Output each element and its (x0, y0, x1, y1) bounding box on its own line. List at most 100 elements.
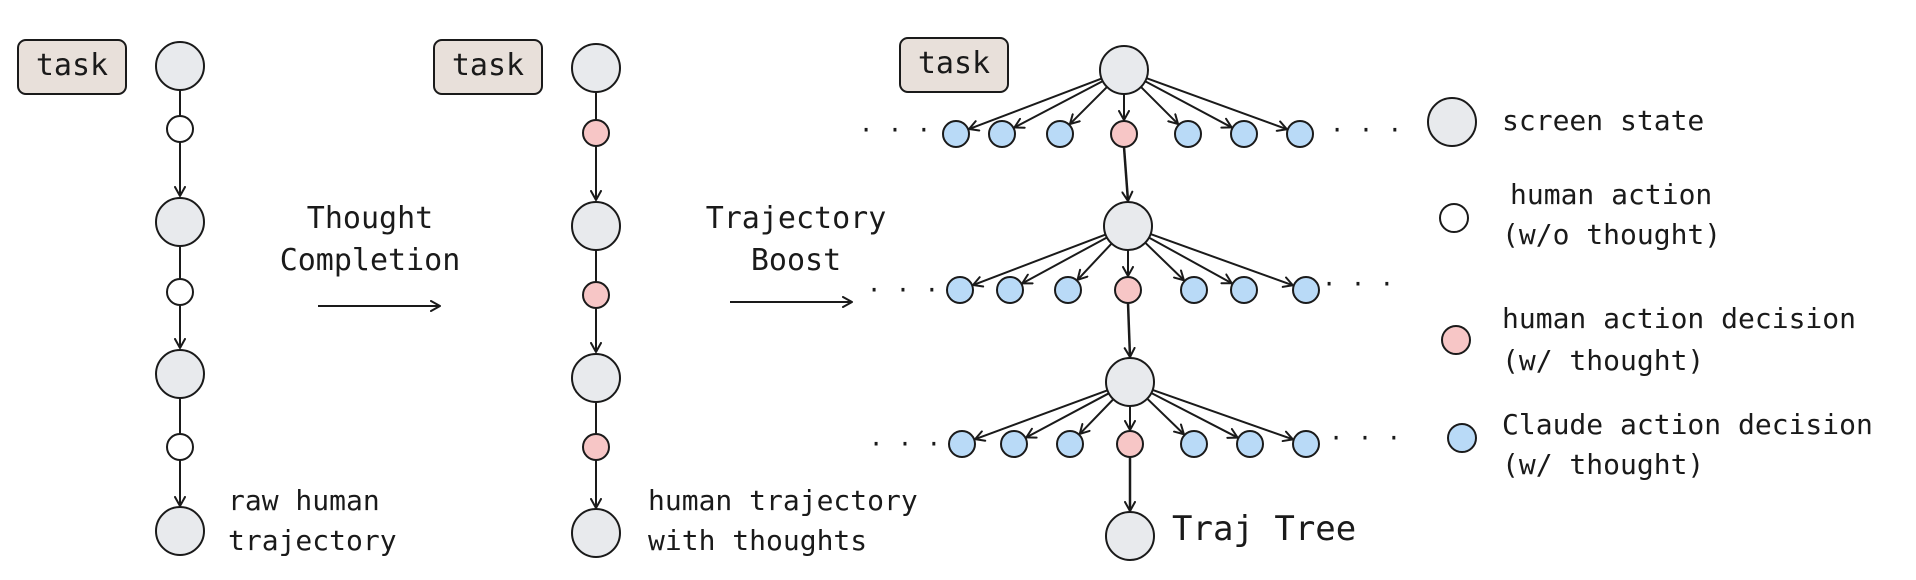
raw-chain (155, 41, 205, 556)
ellipsis-left: · · · (869, 430, 941, 458)
claude-decision-node (1180, 276, 1208, 304)
transition-label-line-1: Trajectory (706, 201, 887, 236)
claude-decision-node (1230, 276, 1258, 304)
tree-branch-edge (1013, 80, 1104, 129)
human-action-swatch (1439, 203, 1469, 233)
human-decision-swatch (1441, 325, 1471, 355)
claude-decision-node (1292, 430, 1320, 458)
transition-label-line-2: Completion (280, 243, 461, 278)
tree-branch-edge (1146, 397, 1185, 436)
tree-branch-edge (972, 233, 1106, 288)
legend-label: screen state (1502, 104, 1704, 137)
claude-decision-node (1230, 120, 1258, 148)
task-box: task (17, 39, 127, 95)
tree-branch-edge (1068, 86, 1108, 126)
ellipsis-left: · · · (859, 116, 931, 144)
claude-decision-node (1180, 430, 1208, 458)
legend-item-human-decision: human action decision (w/ thought) (1441, 302, 1856, 377)
trajectory-boost-transition: Trajectory Boost (706, 201, 887, 308)
tree-main-edge (1123, 302, 1136, 358)
legend-sublabel: (w/ thought) (1502, 344, 1704, 377)
tree-branch-edge (1076, 242, 1113, 281)
claude-decision-node (1000, 430, 1028, 458)
human-action-node (166, 278, 194, 306)
legend-item-claude-decision: Claude action decision (w/ thought) (1447, 408, 1873, 481)
legend: screen state human action (w/o thought) … (1427, 97, 1873, 481)
claude-decision-node (988, 120, 1016, 148)
tree-caption: Traj Tree (1172, 509, 1356, 549)
human-decision-node (582, 433, 610, 461)
tree-branch-edge (1150, 233, 1294, 288)
screen-state-node (1099, 45, 1149, 95)
screen-state-node (571, 43, 621, 93)
claude-decision-node (1056, 430, 1084, 458)
claude-decision-node (948, 430, 976, 458)
screen-state-node (1103, 201, 1153, 251)
raw-trajectory-column: task raw human trajectory (17, 39, 397, 557)
claude-decision-node (1174, 120, 1202, 148)
claude-decision-swatch (1447, 423, 1477, 453)
screen-state-swatch (1427, 97, 1477, 147)
screen-state-node (571, 201, 621, 251)
raw-caption-line-1: raw human (228, 484, 380, 517)
ellipsis-right: · · · (1330, 116, 1402, 144)
tree-branch-edge (1021, 236, 1108, 285)
claude-decision-node (1286, 120, 1314, 148)
claude-decision-node (1046, 120, 1074, 148)
ellipsis-right: · · · (1322, 270, 1394, 298)
transition-label-line-1: Thought (307, 201, 433, 236)
thought-trajectory-column: task human trajectory with thoughts (433, 39, 918, 558)
legend-sublabel: (w/o thought) (1502, 218, 1721, 251)
human-decision-node (1116, 430, 1144, 458)
tree-branch-edge (1148, 236, 1233, 285)
screen-state-node (571, 353, 621, 403)
legend-item-screen-state: screen state (1427, 97, 1704, 147)
thought-caption-line-2: with thoughts (648, 524, 867, 557)
ellipsis-right: · · · (1329, 424, 1401, 452)
tree-branch-edge (1144, 241, 1185, 282)
legend-sublabel: (w/ thought) (1502, 448, 1704, 481)
tree-structure (942, 45, 1320, 561)
screen-state-node (1105, 511, 1155, 561)
raw-caption-line-2: trajectory (228, 524, 397, 557)
legend-item-human-action: human action (w/o thought) (1439, 178, 1721, 251)
thought-completion-transition: Thought Completion (280, 201, 461, 312)
tree-branch-edge (1140, 86, 1180, 126)
screen-state-node (155, 349, 205, 399)
thought-caption-line-1: human trajectory (648, 484, 918, 517)
screen-state-node (155, 197, 205, 247)
task-box: task (433, 39, 543, 95)
tree-branch-edge (1146, 77, 1288, 132)
task-label: task (36, 48, 108, 83)
claude-decision-node (942, 120, 970, 148)
tree-branch-edge (1025, 392, 1110, 439)
human-action-node (166, 433, 194, 461)
human-decision-node (1110, 120, 1138, 148)
screen-state-node (155, 506, 205, 556)
trajectory-tree-column: task · · · · · · · · · · · · · · · · · ·… (859, 37, 1402, 561)
human-decision-node (1114, 276, 1142, 304)
task-box: task (899, 37, 1009, 93)
screen-state-node (1105, 357, 1155, 407)
task-label: task (452, 48, 524, 83)
transition-label-line-2: Boost (751, 243, 841, 278)
legend-label: human action decision (1502, 302, 1856, 335)
ellipsis-left: · · · (867, 276, 939, 304)
tree-branch-edge (1152, 389, 1294, 443)
human-action-node (166, 115, 194, 143)
screen-state-node (571, 508, 621, 558)
tree-branch-edge (974, 389, 1108, 442)
tree-branch-edge (1150, 392, 1239, 439)
claude-decision-node (1292, 276, 1320, 304)
human-decision-node (582, 119, 610, 147)
screen-state-node (155, 41, 205, 91)
legend-label: Claude action decision (1502, 408, 1873, 441)
claude-decision-node (1054, 276, 1082, 304)
tree-branch-edge (968, 77, 1102, 132)
claude-decision-node (1236, 430, 1264, 458)
tree-main-edge (1121, 146, 1134, 202)
tree-branch-edge (1144, 80, 1233, 129)
legend-label: human action (1510, 178, 1712, 211)
claude-decision-node (996, 276, 1024, 304)
